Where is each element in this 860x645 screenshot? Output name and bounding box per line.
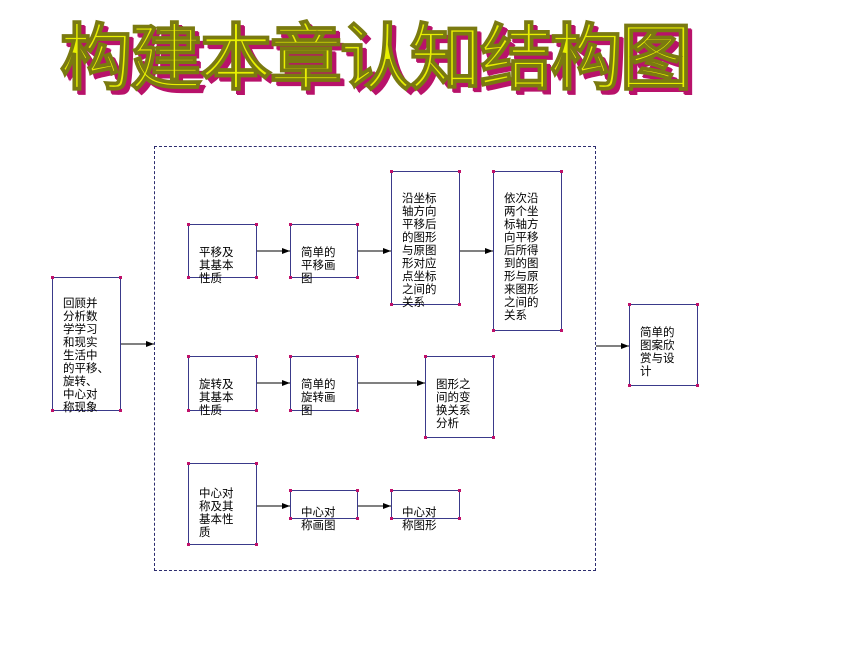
node-translate-props: 平移及 其基本 性质	[187, 223, 258, 285]
node-rotate-props: 旋转及 其基本 性质	[187, 355, 258, 417]
node-rotate-draw-text: 简单的 旋转画 图	[301, 377, 336, 417]
dashed-group-frame	[154, 146, 596, 571]
node-coord-single-text: 沿坐标 轴方向 平移后 的图形 与原图 形对应 点坐标 之间的 关系	[402, 191, 437, 309]
node-central-figure: 中心对 称图形	[390, 489, 461, 532]
node-coord-double-text: 依次沿 两个坐 标轴方 向平移 后所得 到的图 形与原 来图形 之间的 关系	[504, 191, 539, 322]
node-central-props: 中心对 称及其 基本性 质	[187, 462, 258, 546]
node-central-props-text: 中心对 称及其 基本性 质	[199, 486, 234, 539]
node-coord-double: 依次沿 两个坐 标轴方 向平移 后所得 到的图 形与原 来图形 之间的 关系	[492, 170, 563, 332]
node-rotate-draw: 简单的 旋转画 图	[289, 355, 359, 417]
node-transform-analysis: 图形之 间的变 换关系 分析	[424, 355, 495, 439]
node-translate-props-text: 平移及 其基本 性质	[199, 245, 234, 285]
node-transform-analysis-text: 图形之 间的变 换关系 分析	[436, 377, 471, 430]
node-review: 回顾并 分析数 学学习 和现实 生活中 的平移、 旋转、 中心对 称现象	[51, 276, 122, 414]
node-translate-draw: 简单的 平移画 图	[289, 223, 359, 285]
node-appreciate-text: 简单的 图案欣 赏与设 计	[640, 325, 675, 378]
node-rotate-props-text: 旋转及 其基本 性质	[199, 377, 234, 417]
node-translate-draw-text: 简单的 平移画 图	[301, 245, 336, 285]
node-coord-single: 沿坐标 轴方向 平移后 的图形 与原图 形对应 点坐标 之间的 关系	[390, 170, 461, 309]
node-appreciate: 简单的 图案欣 赏与设 计	[628, 303, 699, 387]
node-review-text: 回顾并 分析数 学学习 和现实 生活中 的平移、 旋转、 中心对 称现象	[63, 296, 109, 414]
node-central-figure-text: 中心对 称图形	[402, 505, 437, 532]
node-central-draw: 中心对 称画图	[289, 489, 359, 532]
page-title: 构建本章认知结构图	[59, 15, 693, 101]
node-central-draw-text: 中心对 称画图	[301, 505, 336, 532]
